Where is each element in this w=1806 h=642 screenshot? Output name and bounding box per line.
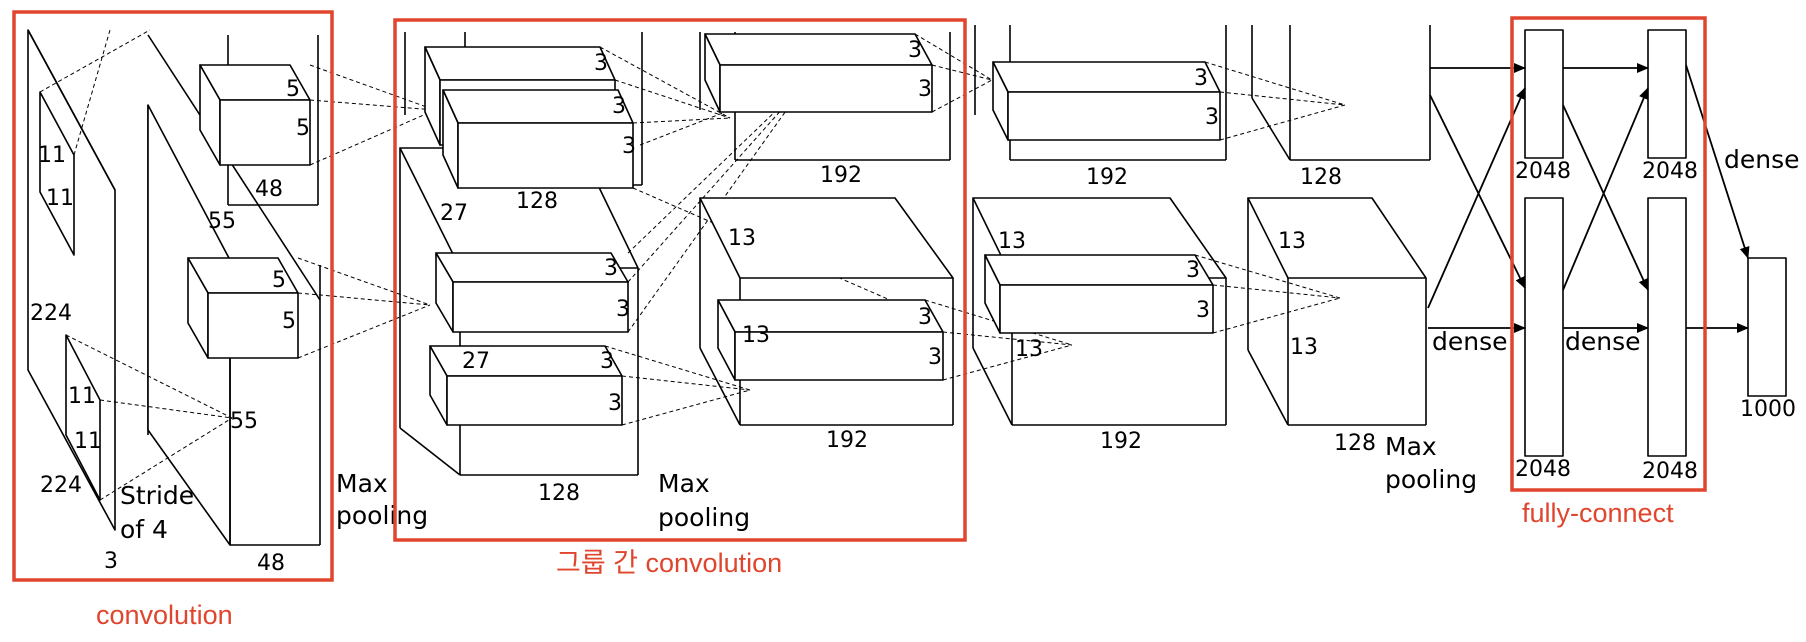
input-image xyxy=(27,29,116,531)
kernel3-label: 3 xyxy=(612,94,626,119)
fc-size-label: 2048 xyxy=(1515,159,1571,184)
input-width-label: 224 xyxy=(40,473,82,498)
conv1-kernel-cube-top xyxy=(199,64,311,166)
kernel5-label: 5 xyxy=(272,268,286,293)
kernel3-label: 3 xyxy=(1205,105,1219,130)
max-pool-label: pooling xyxy=(1385,465,1477,494)
dense-arrows xyxy=(1427,63,1750,333)
depth-label: 128 xyxy=(1334,431,1376,456)
conv3-kernel-cube-top xyxy=(704,33,933,113)
depth-label: 192 xyxy=(1100,429,1142,454)
kernel3-label: 3 xyxy=(908,38,922,63)
size13-label: 13 xyxy=(728,226,756,251)
output-layer xyxy=(1747,257,1787,397)
kernel5-label: 5 xyxy=(282,309,296,334)
size13-label: 13 xyxy=(1290,335,1318,360)
conv-size-label: 55 xyxy=(208,209,236,234)
kernel3-label: 3 xyxy=(918,305,932,330)
fully-connect-highlight-box xyxy=(1510,16,1707,492)
fc1-top xyxy=(1524,29,1564,159)
group-convolution-annotation: 그룹 간 convolution xyxy=(556,548,782,578)
size13-label: 13 xyxy=(742,323,770,348)
max-pool-label: pooling xyxy=(336,501,428,530)
kernel3-label: 3 xyxy=(918,77,932,102)
depth-label: 128 xyxy=(1300,165,1342,190)
depth-label: 192 xyxy=(820,163,862,188)
fc2-top xyxy=(1647,29,1687,159)
input-depth-label: 3 xyxy=(104,549,118,574)
size13-label: 13 xyxy=(1278,229,1306,254)
size27-label: 27 xyxy=(462,349,490,374)
size13-label: 13 xyxy=(1015,337,1043,362)
kernel-size-label: 11 xyxy=(68,384,96,409)
fc2-bottom xyxy=(1647,197,1687,457)
kernel3-label: 3 xyxy=(1196,298,1210,323)
fc-size-label: 2048 xyxy=(1515,457,1571,482)
dense-label: dense xyxy=(1724,145,1800,174)
depth-label: 192 xyxy=(826,428,868,453)
kernel3-label: 3 xyxy=(608,391,622,416)
conv2-kernel-cube-d xyxy=(429,345,623,426)
kernel3-label: 3 xyxy=(594,51,608,76)
dense-label: dense xyxy=(1565,327,1641,356)
kernel5-label: 5 xyxy=(296,116,310,141)
kernel-size-label: 11 xyxy=(74,429,102,454)
layer4-connection-lines xyxy=(1194,61,1346,334)
convolution-highlight-box xyxy=(12,10,334,582)
conv4-kernel-cube-bottom xyxy=(984,254,1214,334)
kernel3-label: 3 xyxy=(1194,66,1208,91)
conv5-feature-map xyxy=(1247,25,1431,426)
conv3-feature-map xyxy=(699,32,954,426)
kernel-patch-top xyxy=(39,91,75,256)
max-pool-label: pooling xyxy=(658,503,750,532)
conv-size-label: 55 xyxy=(230,409,258,434)
depth-label: 128 xyxy=(538,481,580,506)
conv2-kernel-cube-b xyxy=(442,89,634,189)
conv2-kernel-cube-c xyxy=(435,252,629,333)
max-pool-label: Max xyxy=(336,469,388,498)
depth-label: 48 xyxy=(255,177,283,202)
kernel5-label: 5 xyxy=(286,77,300,102)
size13-label: 13 xyxy=(998,229,1026,254)
stride-label: Stride xyxy=(120,481,194,510)
size27-label: 27 xyxy=(440,201,468,226)
kernel-size-label: 11 xyxy=(46,186,74,211)
input-height-label: 224 xyxy=(30,301,72,326)
group-convolution-highlight-box xyxy=(393,18,967,542)
max-pool-label: Max xyxy=(1385,432,1437,461)
kernel3-label: 3 xyxy=(616,297,630,322)
convolution-annotation: convolution xyxy=(96,600,233,630)
conv1-kernel-cube-bottom xyxy=(187,257,299,359)
dense-label: dense xyxy=(1432,327,1508,356)
output-size-label: 1000 xyxy=(1740,397,1796,422)
depth-label: 48 xyxy=(257,551,285,576)
kernel3-label: 3 xyxy=(928,345,942,370)
kernel3-label: 3 xyxy=(622,134,636,159)
depth-label: 192 xyxy=(1086,165,1128,190)
fully-connect-annotation: fully-connect xyxy=(1522,498,1674,528)
depth-label: 128 xyxy=(516,189,558,214)
fc-size-label: 2048 xyxy=(1642,159,1698,184)
conv4-kernel-cube-top xyxy=(992,61,1221,141)
fc-size-label: 2048 xyxy=(1642,459,1698,484)
max-pool-label: Max xyxy=(658,469,710,498)
fc1-bottom xyxy=(1524,197,1564,457)
conv3-kernel-cube-bottom xyxy=(717,299,944,381)
stride-value-label: of 4 xyxy=(120,515,168,544)
kernel-size-label: 11 xyxy=(38,143,66,168)
kernel3-label: 3 xyxy=(604,256,618,281)
kernel3-label: 3 xyxy=(1186,258,1200,283)
kernel3-label: 3 xyxy=(600,349,614,374)
